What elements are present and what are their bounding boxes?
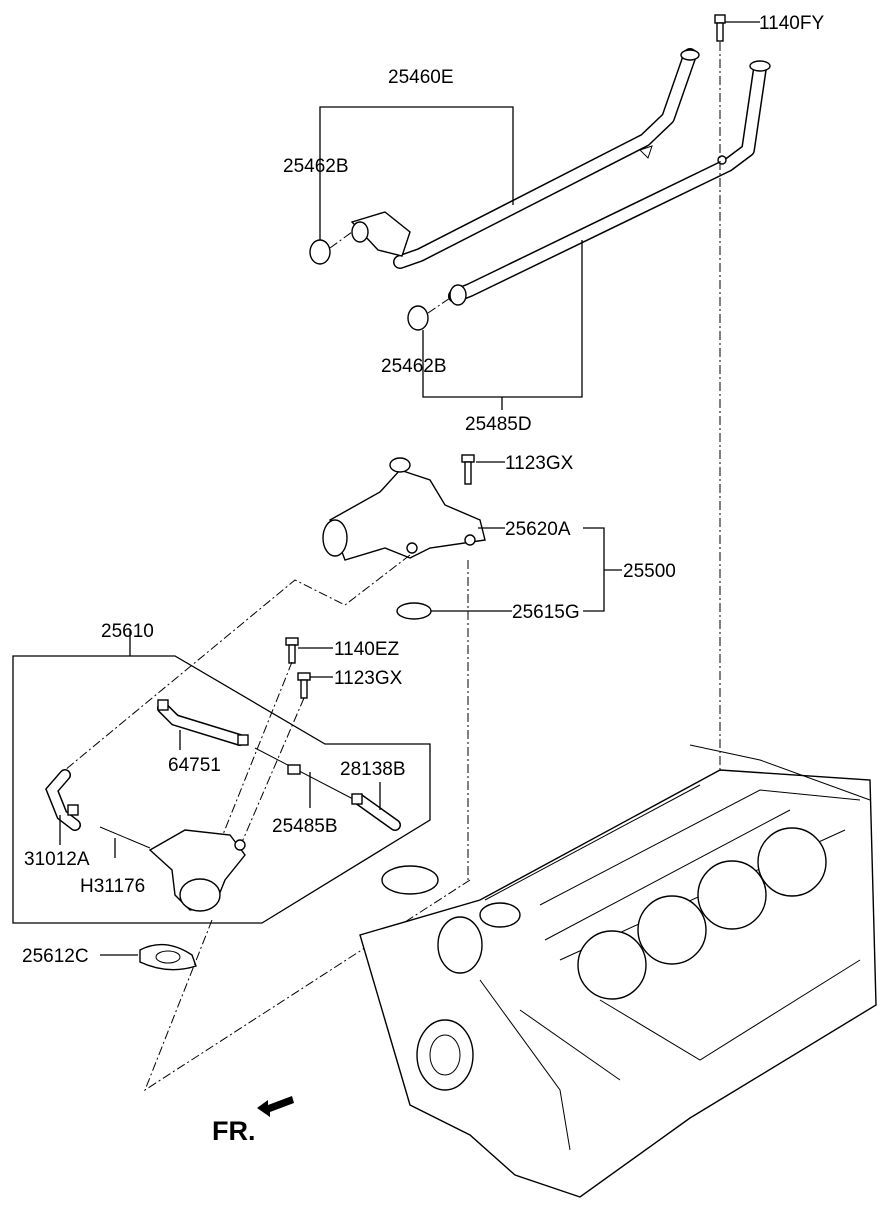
gasket-25612C bbox=[139, 943, 197, 971]
label-25612C: 25612C bbox=[22, 946, 89, 967]
water-pipe-25460E bbox=[350, 48, 700, 269]
label-H31176: H31176 bbox=[80, 876, 145, 897]
label-31012A: 31012A bbox=[24, 849, 90, 870]
gasket-25615G bbox=[396, 602, 432, 620]
pipe-25485B bbox=[254, 747, 356, 801]
water-pipe-25485D bbox=[448, 60, 771, 306]
label-25485B: 25485B bbox=[272, 816, 338, 837]
label-25462B-top: 25462B bbox=[283, 156, 349, 177]
water-inlet-fitting bbox=[148, 829, 246, 912]
label-1140EZ: 1140EZ bbox=[334, 639, 400, 660]
bolt-1123GX-mid bbox=[297, 672, 311, 699]
label-25500: 25500 bbox=[623, 561, 676, 582]
label-25610: 25610 bbox=[101, 621, 154, 642]
label-front: FR. bbox=[212, 1116, 256, 1146]
label-25620A: 25620A bbox=[505, 519, 571, 540]
front-arrow-icon bbox=[257, 1096, 294, 1117]
label-25460E: 25460E bbox=[388, 67, 454, 88]
o-ring-lower bbox=[407, 305, 429, 331]
o-ring-upper bbox=[309, 239, 331, 265]
label-1140FY: 1140FY bbox=[759, 13, 824, 34]
hose-28138B bbox=[351, 793, 401, 831]
label-25485D: 25485D bbox=[465, 414, 532, 435]
engine-block bbox=[359, 744, 877, 1198]
bolt-1140FY bbox=[714, 14, 726, 42]
bolt-1140EZ bbox=[285, 637, 299, 664]
label-1123GX-top: 1123GX bbox=[505, 453, 574, 474]
label-64751: 64751 bbox=[168, 755, 221, 776]
hose-31012A bbox=[45, 769, 81, 831]
label-25615G: 25615G bbox=[512, 602, 580, 623]
bolt-1123GX-top bbox=[461, 454, 475, 485]
label-25462B-bottom: 25462B bbox=[381, 356, 447, 377]
stud-H31176 bbox=[99, 826, 151, 849]
label-28138B: 28138B bbox=[340, 759, 406, 780]
label-1123GX-mid: 1123GX bbox=[334, 668, 403, 689]
thermostat-housing-25620A bbox=[322, 457, 486, 561]
hose-64751 bbox=[157, 699, 249, 746]
